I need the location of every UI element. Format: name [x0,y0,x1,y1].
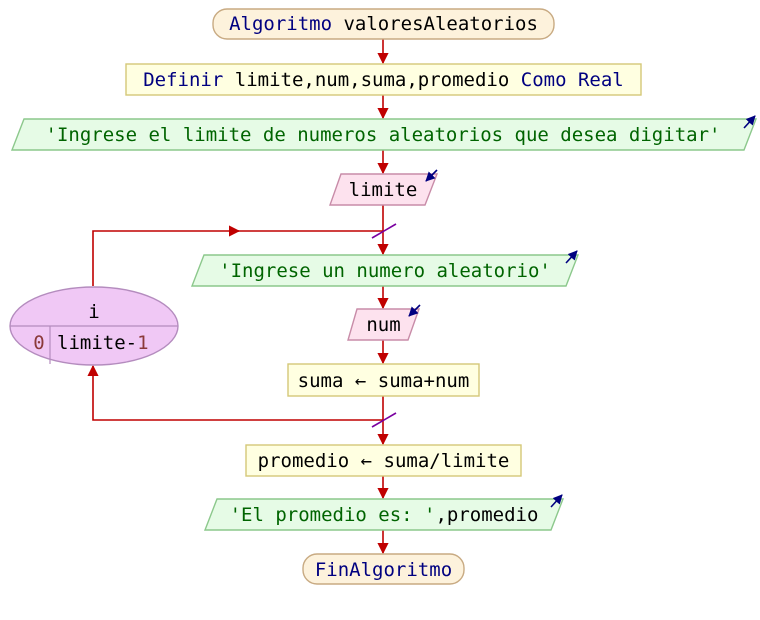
input-limit: limite [329,169,439,206]
flow-connectors [87,39,389,555]
output-average-variable: ,promedio [435,504,538,526]
svg-text:Definir limite,num,suma,promed: Definir limite,num,suma,promedio Como Re… [143,69,624,91]
loop-end-operator: - [126,332,137,354]
for-loop-node: i 0 limite-1 [9,286,179,366]
output-prompt-number: 'Ingrese un numero aleatorio' [190,250,580,287]
loop-return-path [87,364,383,421]
output-arrow-icon [550,494,563,508]
loop-end-variable: limite [57,332,126,354]
assign-average-expression: suma/limite [384,450,510,472]
svg-text:limite-1: limite-1 [57,332,149,354]
svg-text:suma ← suma+num: suma ← suma+num [298,370,470,392]
define-process: Definir limite,num,suma,promedio Como Re… [125,63,642,96]
output-prompt-limit: 'Ingrese el limite de numeros aleatorios… [10,115,758,151]
loop-exit-mark [371,412,397,428]
input-arrow-icon [425,169,438,182]
input-num-text: num [366,314,400,336]
end-terminal: FinAlgoritmo [302,553,465,585]
end-keyword: FinAlgoritmo [315,559,452,581]
input-num: num [347,304,421,341]
assign-average-target: promedio [258,450,350,472]
loop-entry-path [92,225,241,286]
define-variables: limite,num,suma,promedio [235,69,510,91]
assign-sum: suma ← suma+num [287,363,480,397]
assign-arrow: ← [361,450,372,472]
input-arrow-icon [408,304,421,317]
algorithm-name: valoresAleatorios [343,13,537,35]
type-keyword: Como [521,69,567,91]
svg-text:promedio ← suma/limite: promedio ← suma/limite [258,450,510,472]
start-terminal: Algoritmo valoresAleatorios [212,8,555,40]
assign-sum-target: suma [298,370,344,392]
start-keyword: Algoritmo [229,13,332,35]
input-limit-text: limite [349,179,418,201]
loop-end-number: 1 [137,332,148,354]
output-arrow-icon [743,115,756,129]
output-arrow-icon [565,250,578,264]
loop-variable: i [88,301,99,323]
output-prompt-limit-text: 'Ingrese el limite de numeros aleatorios… [46,124,721,146]
output-average-string: 'El promedio es: ' [230,504,436,526]
svg-text:'El promedio es: ',promedio: 'El promedio es: ',promedio [230,504,539,526]
output-prompt-number-text: 'Ingrese un numero aleatorio' [219,260,551,282]
assign-arrow: ← [355,370,366,392]
loop-start: 0 [33,332,44,354]
output-average: 'El promedio es: ',promedio [203,494,565,531]
loop-entry-mark [371,223,397,239]
type-name: Real [578,69,624,91]
define-keyword: Definir [143,69,223,91]
assign-sum-expression: suma+num [378,370,470,392]
assign-average: promedio ← suma/limite [245,444,522,477]
svg-text:Algoritmo valoresAleatorios: Algoritmo valoresAleatorios [229,13,538,35]
